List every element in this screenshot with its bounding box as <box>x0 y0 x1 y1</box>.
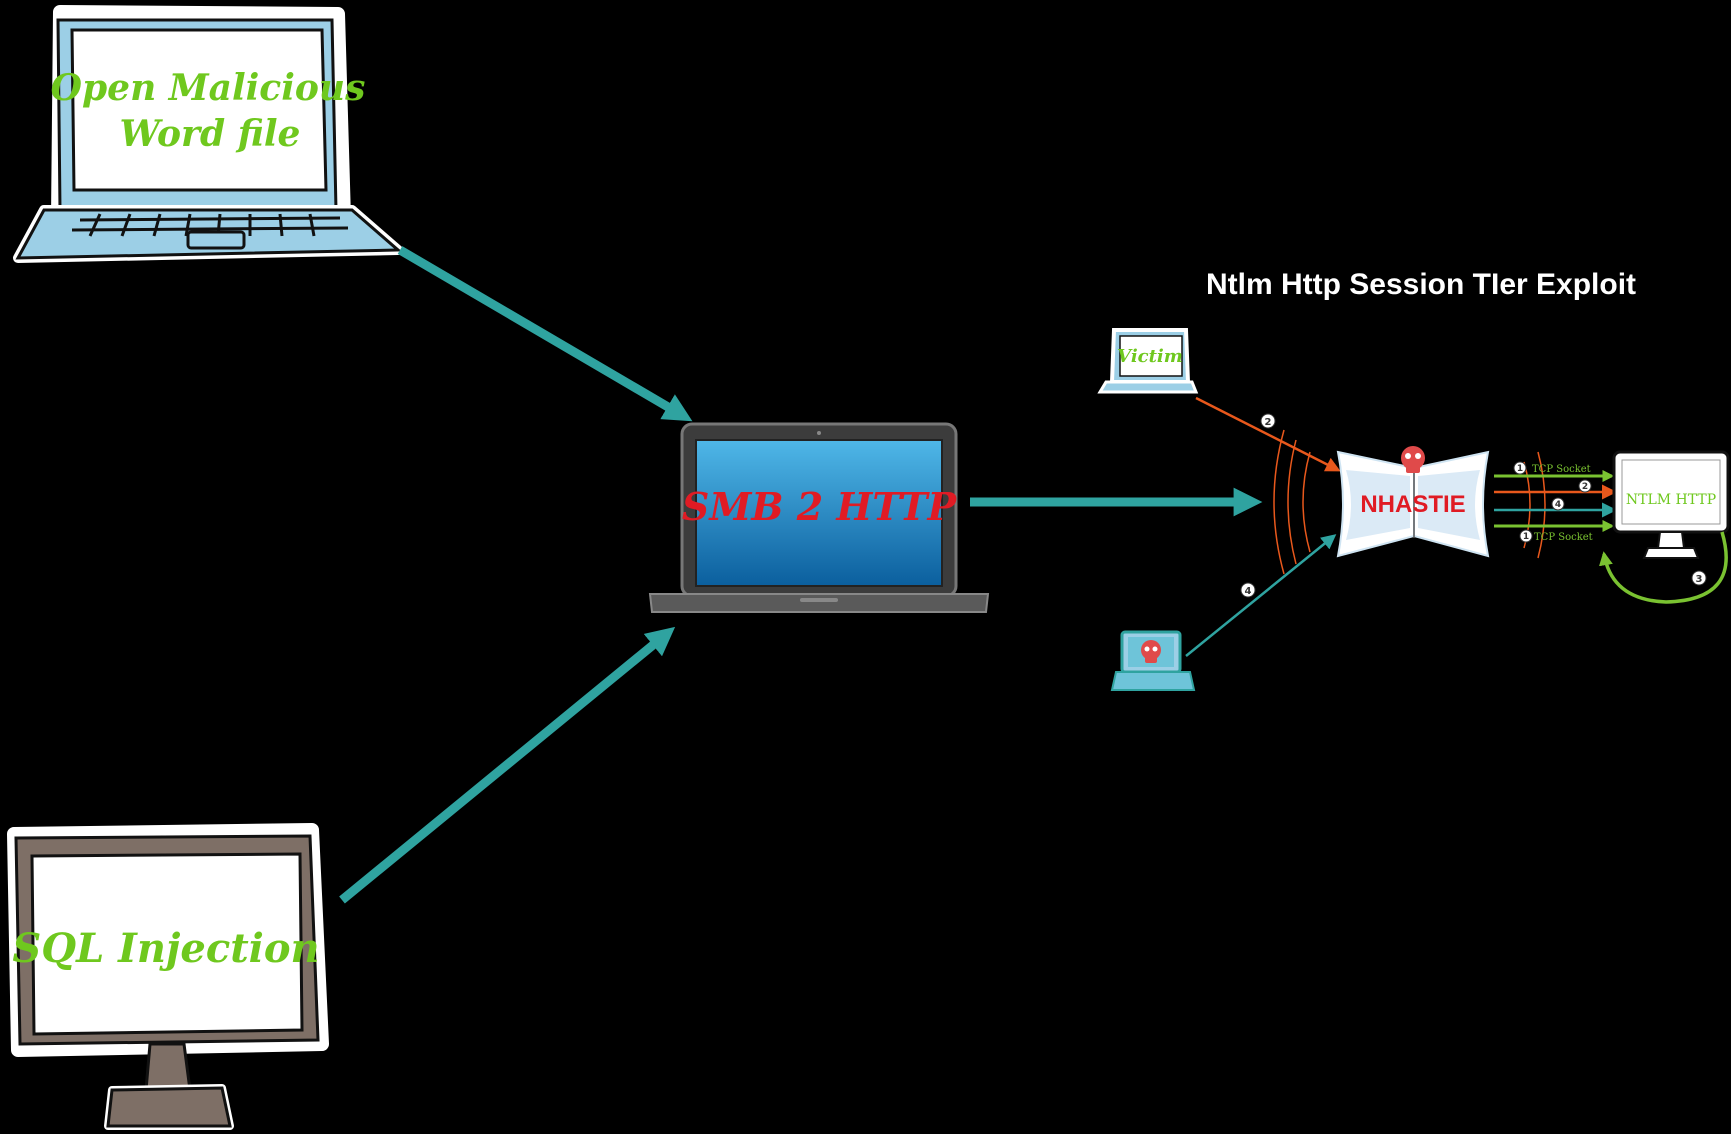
word-laptop-label-line2: Word file <box>120 113 301 155</box>
arrow-server-loop <box>1599 531 1728 604</box>
victim-laptop: Victim <box>1097 328 1199 394</box>
touchpad <box>186 230 246 250</box>
step-marker: 3 <box>1691 570 1707 586</box>
smb-laptop: SMB 2 HTTP <box>648 422 990 613</box>
step-marker: 1 <box>1519 529 1533 543</box>
tcp-socket-bottom-label: TCP Socket <box>1534 532 1593 543</box>
svg-text:2: 2 <box>1265 417 1272 428</box>
arrow-attacker-to-relay <box>1185 534 1337 657</box>
diagram-title: Ntlm Http Session TIer Exploit <box>1206 268 1636 301</box>
step-marker: 4 <box>1240 582 1256 598</box>
arrow-sql-to-smb <box>339 626 676 904</box>
skull-icon <box>1141 640 1161 663</box>
svg-text:4: 4 <box>1555 500 1561 510</box>
webcam-dot <box>817 431 821 435</box>
step-marker: 4 <box>1551 497 1565 511</box>
step-marker: 2 <box>1260 413 1276 429</box>
sql-monitor-label: SQL Injection <box>12 925 319 972</box>
arrow-word-to-smb <box>397 246 693 422</box>
keyboard-keys <box>71 213 349 237</box>
step-markers: 2 4 1 2 4 1 3 <box>1240 413 1707 598</box>
step-marker: 2 <box>1578 479 1592 493</box>
main-arrows <box>339 246 1263 904</box>
step-marker: 1 <box>1513 461 1527 475</box>
nhastie-relay: NHASTIE <box>1336 446 1490 558</box>
sql-monitor: SQL Injection <box>7 823 329 1130</box>
svg-text:3: 3 <box>1696 574 1703 585</box>
svg-text:4: 4 <box>1245 586 1252 597</box>
relay-to-server-lines: TCP Socket TCP Socket <box>1494 464 1617 543</box>
victim-laptop-label: Victim <box>1117 346 1183 367</box>
word-laptop: Open Malicious Word file <box>13 5 403 263</box>
arrow-victim-to-relay <box>1195 396 1341 472</box>
ntlm-server: NTLM HTTP <box>1612 450 1730 559</box>
tcp-socket-top-label: TCP Socket <box>1532 464 1591 475</box>
signal-waves-left <box>1273 429 1311 575</box>
word-laptop-label-line1: Open Malicious <box>51 67 366 109</box>
svg-text:1: 1 <box>1517 464 1523 474</box>
attacker-laptop <box>1110 630 1196 691</box>
laptop-hinge <box>800 598 838 602</box>
smb-laptop-label: SMB 2 HTTP <box>682 484 958 529</box>
skull-icon <box>1401 446 1425 473</box>
svg-text:1: 1 <box>1523 532 1529 542</box>
ntlm-server-label: NTLM HTTP <box>1626 492 1716 508</box>
svg-text:2: 2 <box>1582 482 1588 492</box>
nhastie-relay-label: NHASTIE <box>1360 491 1465 518</box>
